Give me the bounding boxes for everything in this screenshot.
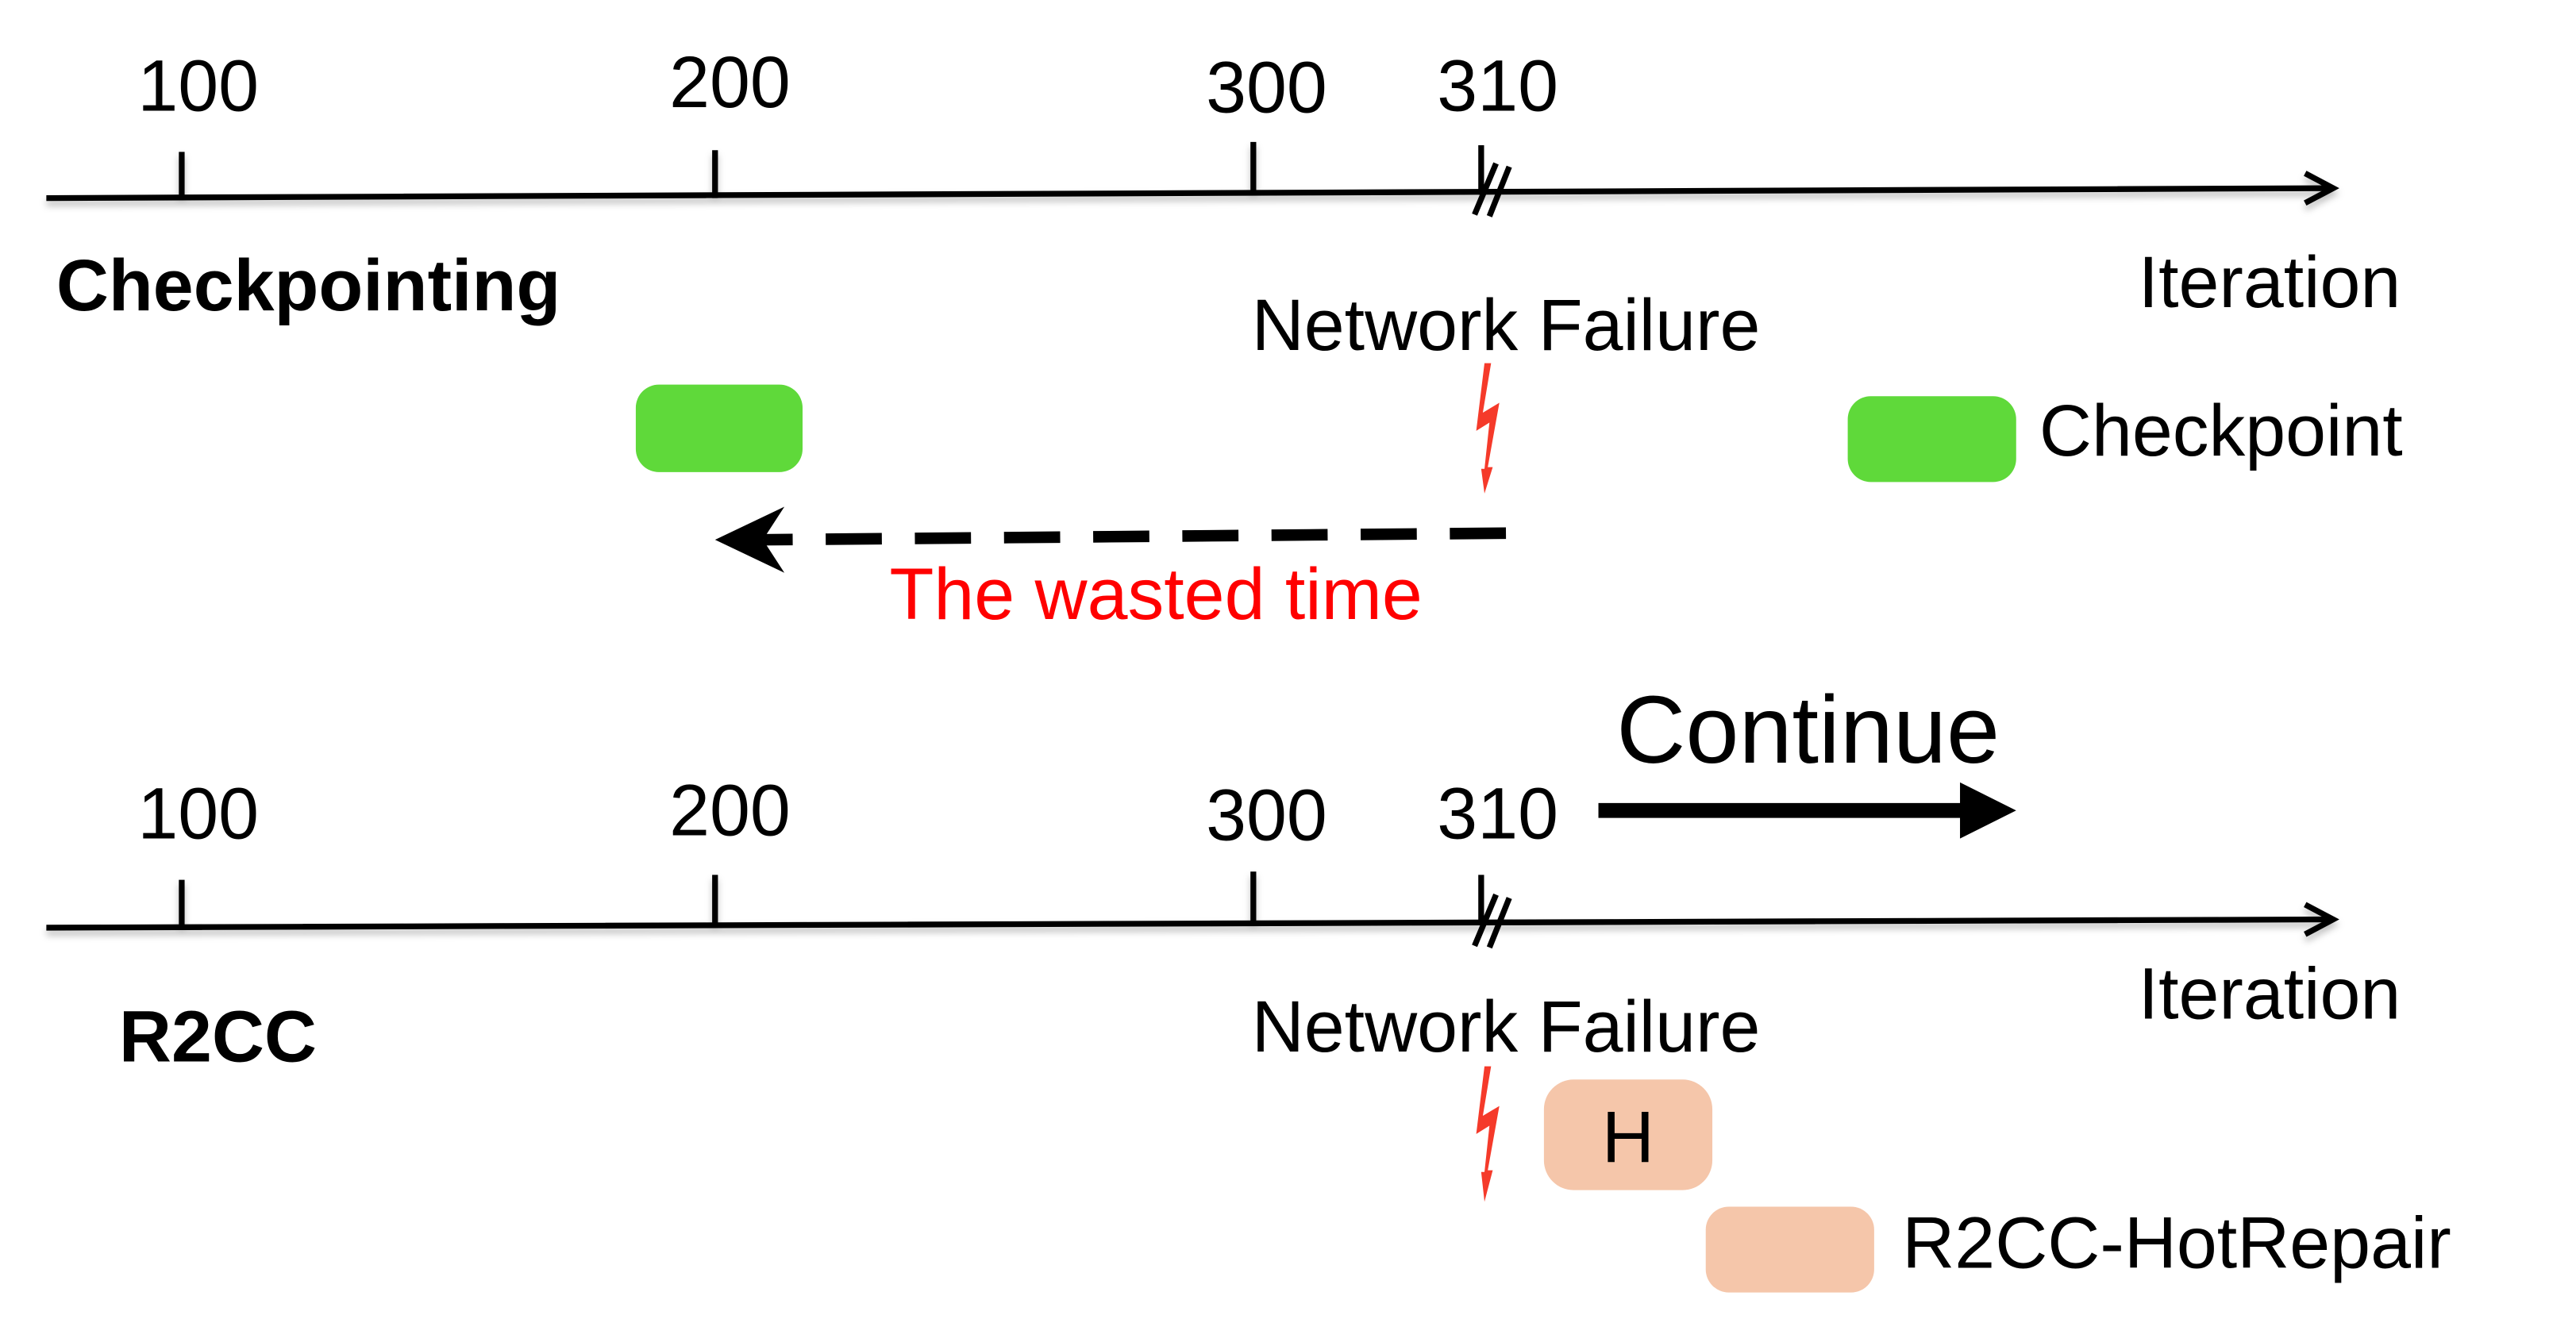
- legend-hotrepair-swatch: [1705, 1206, 1874, 1293]
- continue-arrowhead-icon: [1960, 782, 2016, 839]
- legend: Checkpoint R2CC-HotRepair: [1705, 390, 2451, 1293]
- tick-label-310: 310: [1437, 45, 1558, 126]
- axis-break-icon: [1472, 145, 1512, 217]
- wasted-time-arrowhead-icon: [714, 506, 785, 573]
- hotrepair-marker-label: H: [1602, 1097, 1654, 1178]
- axis-break-icon: [1472, 875, 1512, 949]
- method-label-checkpointing: Checkpointing: [56, 245, 560, 326]
- checkpointing-timeline: 100 200 300 310 Checkpointing Iteration …: [46, 42, 2401, 635]
- wasted-time-arrow: [763, 527, 1507, 546]
- continue-label: Continue: [1616, 676, 2000, 783]
- checkpoint-marker: [635, 384, 803, 472]
- wasted-time-label: The wasted time: [889, 554, 1422, 635]
- iteration-axis: [46, 141, 2339, 206]
- axis-label-iteration: Iteration: [2139, 953, 2401, 1034]
- bottom-lightning-icon: [1476, 1066, 1500, 1202]
- iteration-axis: [46, 871, 2339, 937]
- tick-label-300: 300: [1206, 775, 1327, 856]
- top-lightning-icon: [1476, 363, 1500, 494]
- tick-label-100: 100: [137, 45, 259, 126]
- tick-label-300: 300: [1206, 47, 1327, 128]
- network-failure-label: Network Failure: [1252, 285, 1761, 366]
- axis-label-iteration: Iteration: [2139, 242, 2401, 323]
- tick-label-200: 200: [669, 42, 791, 123]
- tick-label-200: 200: [669, 770, 791, 851]
- legend-checkpoint-swatch: [1847, 396, 2016, 483]
- legend-checkpoint-label: Checkpoint: [2039, 390, 2403, 471]
- legend-hotrepair-label: R2CC-HotRepair: [1902, 1202, 2451, 1283]
- hotrepair-marker: [1543, 1079, 1713, 1190]
- method-label-r2cc: R2CC: [119, 996, 317, 1077]
- tick-label-100: 100: [137, 774, 259, 855]
- network-failure-label: Network Failure: [1252, 986, 1761, 1067]
- tick-label-310: 310: [1437, 774, 1558, 855]
- r2cc-timeline: 100 200 300 310 R2CC Iteration Network F…: [46, 676, 2401, 1202]
